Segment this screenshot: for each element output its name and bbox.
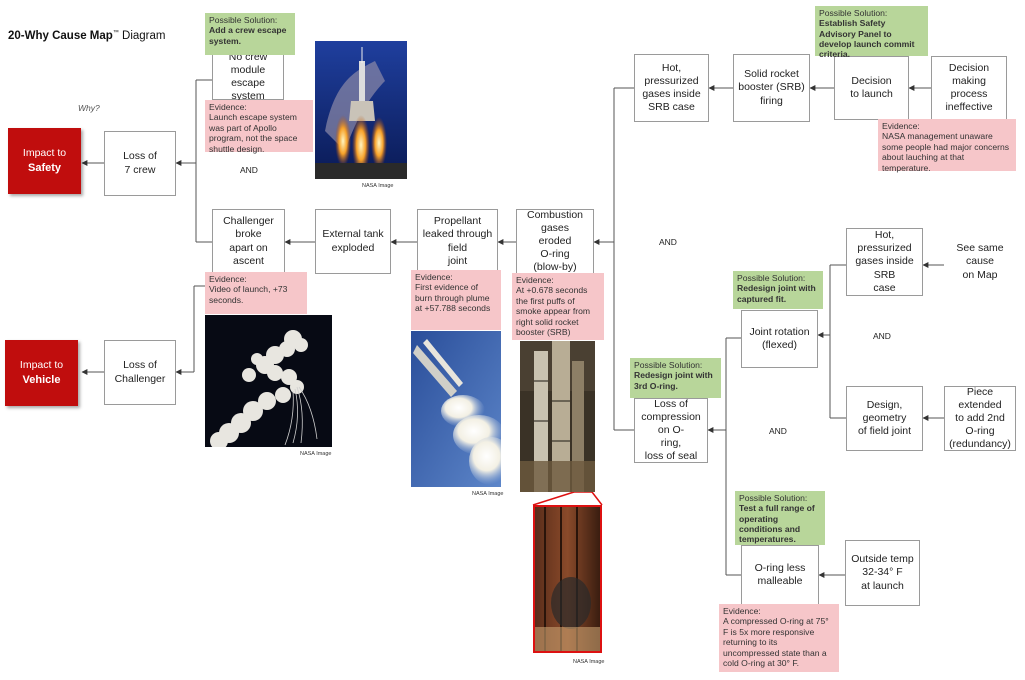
title-rest: Diagram <box>118 30 166 42</box>
evidence-text: Video of launch, +73 seconds. <box>209 284 288 305</box>
evidence-heading: Evidence: <box>723 606 761 616</box>
and-label-combustion: AND <box>659 237 677 247</box>
evidence-text: Launch escape system was part of Apollo … <box>209 112 298 154</box>
impact-vehicle-line1: Impact to <box>19 359 64 372</box>
evidence-text: First evidence of burn through plume at … <box>415 282 491 314</box>
evidence-text: At +0.678 seconds the first puffs of smo… <box>516 285 591 338</box>
and-label-compression: AND <box>769 426 787 436</box>
cause-hot-gases-srb: Hot, pressurized gases inside SRB case <box>634 54 709 122</box>
cause-loss-of-crew: Loss of 7 crew <box>104 131 176 196</box>
cause-decision-to-launch: Decision to launch <box>834 56 909 120</box>
impact-safety: Impact to Safety <box>8 128 81 194</box>
evidence-heading: Evidence: <box>882 121 920 131</box>
impact-vehicle: Impact to Vehicle <box>5 340 78 406</box>
solution-text: Redesign joint with 3rd O-ring. <box>634 370 713 391</box>
evidence-smoke: Evidence: At +0.678 seconds the first pu… <box>512 273 604 340</box>
solution-text: Test a full range of operating condition… <box>739 503 815 545</box>
cause-combustion-gases: Combustion gases eroded O-ring (blow-by) <box>516 209 594 274</box>
photo-credit: NASA Image <box>362 183 394 189</box>
photo-smoke-puffs <box>520 341 595 492</box>
solution-test-range: Possible Solution: Test a full range of … <box>735 491 825 545</box>
impact-vehicle-line2: Vehicle <box>22 373 61 386</box>
cause-loss-of-challenger: Loss of Challenger <box>104 340 176 405</box>
solution-text: Add a crew escape system. <box>209 25 287 46</box>
cause-oring-less-malleable: O-ring less malleable <box>741 545 819 605</box>
cause-loss-of-compression: Loss of compression on O- ring, loss of … <box>634 398 708 463</box>
solution-heading: Possible Solution: <box>739 493 808 503</box>
evidence-heading: Evidence: <box>415 272 453 282</box>
photo-shuttle-launch <box>315 41 407 179</box>
see-same-cause-note: See same cause on Map <box>944 228 1016 296</box>
evidence-nasa-management: Evidence: NASA management unaware some p… <box>878 119 1016 173</box>
evidence-video: Evidence: Video of launch, +73 seconds. <box>205 272 307 314</box>
cause-decision-process: Decision making process ineffective <box>931 56 1007 120</box>
photo-smoke-zoom <box>533 505 602 653</box>
evidence-text: NASA management unaware some people had … <box>882 131 1010 173</box>
why-label: Why? <box>78 103 100 113</box>
evidence-heading: Evidence: <box>516 275 554 285</box>
cause-srb-firing: Solid rocket booster (SRB) firing <box>733 54 810 122</box>
solution-heading: Possible Solution: <box>737 273 806 283</box>
solution-text: Redesign joint with captured fit. <box>737 283 816 304</box>
solution-third-oring: Possible Solution: Redesign joint with 3… <box>630 358 721 398</box>
solution-crew-escape: Possible Solution: Add a crew escape sys… <box>205 13 295 55</box>
title-bold: 20-Why Cause Map <box>8 30 113 42</box>
cause-hot-gases-right: Hot, pressurized gases inside SRB case <box>846 228 923 296</box>
solution-captured-fit: Possible Solution: Redesign joint with c… <box>733 271 823 309</box>
solution-text: Establish Safety Advisory Panel to devel… <box>819 18 915 60</box>
evidence-heading: Evidence: <box>209 102 247 112</box>
solution-safety-advisory: Possible Solution: Establish Safety Advi… <box>815 6 928 60</box>
photo-challenger-breakup <box>205 315 332 447</box>
photo-credit: NASA Image <box>472 491 504 497</box>
and-label-crew: AND <box>240 165 258 175</box>
impact-safety-line1: Impact to <box>22 147 67 160</box>
photo-burn-through-plume <box>411 331 501 487</box>
cause-design-geometry: Design, geometry of field joint <box>846 386 923 451</box>
photo-credit: NASA Image <box>573 659 605 665</box>
trademark-mark: ™ <box>112 30 119 37</box>
cause-piece-extended: Piece extended to add 2nd O-ring (redund… <box>944 386 1016 451</box>
impact-safety-line2: Safety <box>27 161 62 174</box>
cause-no-escape-system: No crew module escape system <box>212 51 284 102</box>
evidence-heading: Evidence: <box>209 274 247 284</box>
evidence-apollo: Evidence: Launch escape system was part … <box>205 100 313 154</box>
solution-heading: Possible Solution: <box>634 360 703 370</box>
cause-challenger-broke-apart: Challenger broke apart on ascent <box>212 209 285 274</box>
cause-external-tank-exploded: External tank exploded <box>315 209 391 274</box>
cause-propellant-leaked: Propellant leaked through field joint <box>417 209 498 274</box>
evidence-text: A compressed O-ring at 75° F is 5x more … <box>723 616 829 669</box>
page-title: 20-Why Cause Map™ Diagram <box>8 30 165 42</box>
solution-heading: Possible Solution: <box>819 8 888 18</box>
evidence-compressed-oring: Evidence: A compressed O-ring at 75° F i… <box>719 604 839 672</box>
evidence-burn-through: Evidence: First evidence of burn through… <box>411 270 501 330</box>
photo-credit: NASA Image <box>300 451 332 457</box>
cause-joint-rotation: Joint rotation (flexed) <box>741 310 818 368</box>
solution-heading: Possible Solution: <box>209 15 278 25</box>
and-label-joint: AND <box>873 331 891 341</box>
cause-outside-temp: Outside temp 32-34° F at launch <box>845 540 920 606</box>
